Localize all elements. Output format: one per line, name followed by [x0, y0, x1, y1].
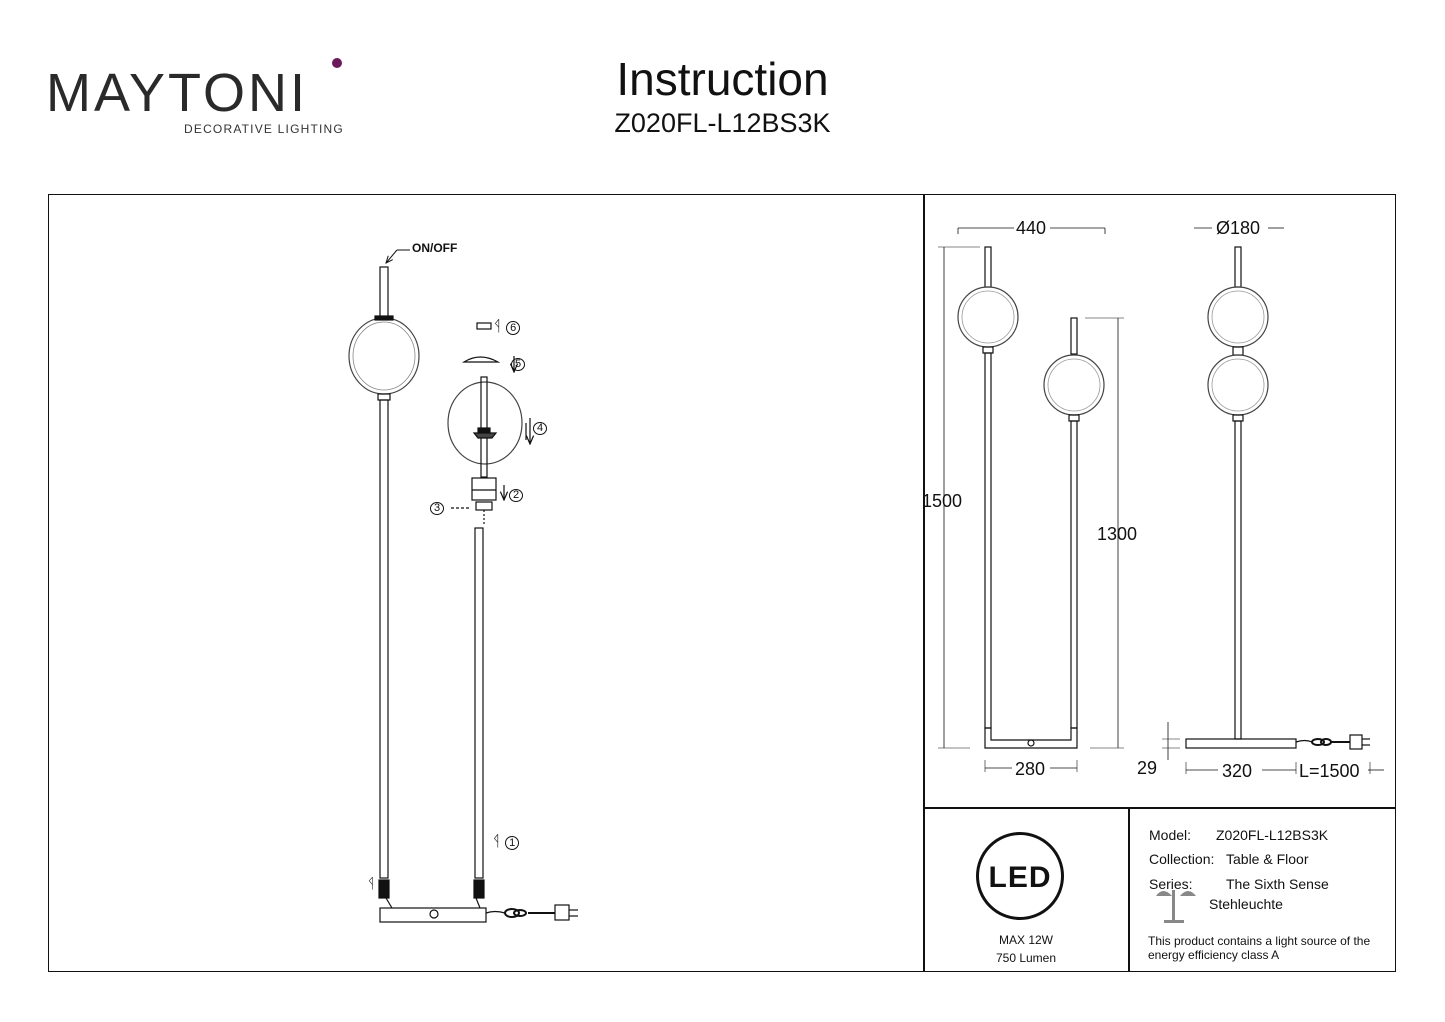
dim-height-tall: 1500 [922, 491, 963, 511]
switch-label: ON/OFF [412, 241, 458, 255]
drawing-frame [48, 194, 1396, 972]
step-6-number: 6 [506, 321, 521, 335]
floor-lamp-pictogram [1156, 890, 1196, 923]
side-view [1162, 227, 1384, 774]
frame-divider-horizontal [923, 807, 1396, 809]
model-subtitle: Z020FL-L12BS3K [614, 108, 831, 138]
step-4-number: 4 [533, 422, 548, 435]
step-5-number: 5 [511, 358, 526, 371]
front-view [938, 227, 1124, 772]
step-2-number: 2 [509, 489, 524, 502]
logo-dot-icon [332, 58, 342, 68]
svg-text:ᛩ: ᛩ [367, 875, 375, 891]
brand-name: MAYTONI [46, 63, 309, 123]
energy-note-line-1: This product contains a light source of … [1148, 934, 1371, 948]
brand-tagline: DECORATIVE LIGHTING [184, 122, 344, 136]
series-label: Series: [1149, 876, 1193, 892]
spec-divider [1128, 807, 1130, 972]
dim-width-top: 440 [1016, 218, 1047, 238]
type-value: Stehleuchte [1209, 896, 1283, 912]
step-1-label: ᛩ 1 [492, 834, 520, 850]
dim-diameter: Ø180 [1216, 218, 1261, 238]
dim-base-front: 280 [1015, 759, 1046, 779]
assembled-lamp: ᛩ [348, 249, 578, 923]
led-logo: LED [976, 832, 1064, 920]
collection-value: Table & Floor [1226, 851, 1309, 867]
energy-note-line-2: energy efficiency class A [1148, 948, 1280, 962]
led-logo-text: LED [988, 861, 1052, 894]
step-3-number: 3 [430, 502, 445, 515]
step-1-number: 1 [505, 836, 520, 850]
collection-label: Collection: [1149, 851, 1215, 867]
dim-base-height: 29 [1137, 758, 1158, 778]
brand-logo: MAYTONI DECORATIVE LIGHTING [46, 58, 346, 148]
step-6-label: ᛩ 6 [493, 319, 521, 335]
model-value: Z020FL-L12BS3K [1216, 827, 1329, 843]
frame-divider-vertical [923, 194, 925, 972]
power-rating: MAX 12W [998, 933, 1053, 947]
dim-cable-length: L=1500 [1299, 761, 1360, 781]
series-value: The Sixth Sense [1226, 876, 1329, 892]
dim-base-side: 320 [1222, 761, 1253, 781]
lumen-rating: 750 Lumen [995, 951, 1057, 965]
page-title: Instruction [616, 53, 829, 105]
model-label: Model: [1149, 827, 1192, 843]
dim-height-short: 1300 [1097, 524, 1138, 544]
